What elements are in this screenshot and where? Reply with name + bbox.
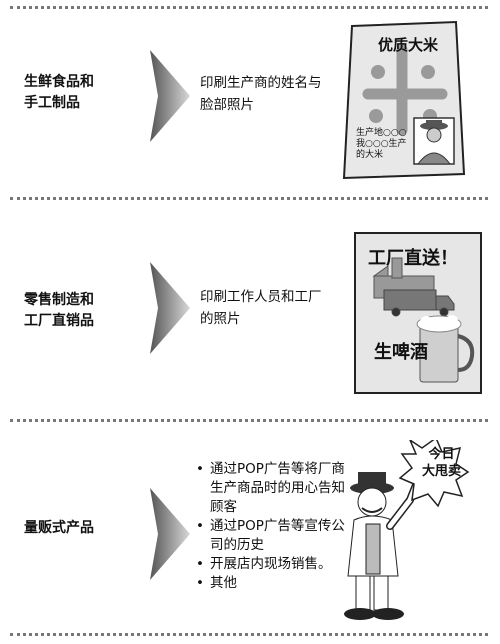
category-label-line1: 生鲜食品和 [24, 74, 94, 90]
chevron-right-icon [150, 262, 190, 354]
category-factory-retail: 零售制造和 工厂直销品 [24, 290, 94, 332]
description-line1: 印刷生产商的姓名与 [200, 75, 322, 91]
truck-icon [383, 289, 455, 317]
section-divider-1 [10, 197, 488, 200]
rice-bag-caption: 生产地○○○ 我○○○生产 的大米 [356, 128, 407, 161]
category-label-line2: 手工制品 [24, 95, 80, 111]
bullet-item: 其他 [196, 574, 354, 593]
bullet-item: 开展店内现场销售。 [196, 555, 354, 574]
mass-market-bullet-list: 通过POP广告等将厂商生产商品时的用心告知顾客 通过POP广告等宣传公司的历史 … [196, 460, 354, 593]
category-label-line1: 零售制造和 [24, 292, 94, 308]
section-divider-top [10, 6, 488, 9]
farmer-portrait-icon [413, 117, 455, 165]
rice-bag-illustration [342, 20, 466, 180]
rice-bag-caption-line3: 的大米 [356, 150, 384, 160]
description-factory-retail: 印刷工作人员和工厂 的照片 [200, 286, 322, 330]
description-fresh-food: 印刷生产商的姓名与 脸部照片 [200, 72, 322, 116]
rice-bag-caption-line2: 我○○○生产 [356, 139, 407, 149]
chevron-right-icon [150, 50, 190, 142]
speech-line1: 今日 [428, 447, 455, 462]
salesman-illustration [344, 440, 470, 620]
beer-label-top: 工厂直送！ [368, 248, 458, 269]
bullet-item: 通过POP广告等宣传公司的历史 [196, 517, 354, 555]
section-divider-2 [10, 419, 488, 422]
category-fresh-food: 生鲜食品和 手工制品 [24, 72, 94, 114]
chevron-right-icon [150, 488, 190, 580]
category-mass-market: 量贩式产品 [24, 520, 94, 536]
beer-label-illustration [354, 232, 482, 394]
category-label-line2: 工厂直销品 [24, 313, 94, 329]
speech-bubble-text: 今日 大甩卖 [422, 446, 461, 480]
description-line2: 的照片 [200, 311, 241, 327]
rice-bag-caption-line1: 生产地○○○ [356, 128, 407, 138]
speech-bubble-icon [398, 440, 470, 508]
speech-line2: 大甩卖 [422, 464, 462, 479]
bullet-item: 通过POP广告等将厂商生产商品时的用心告知顾客 [196, 460, 354, 517]
description-line2: 脸部照片 [200, 97, 254, 113]
description-line1: 印刷工作人员和工厂 [200, 289, 322, 305]
beer-mug-icon [416, 315, 475, 383]
beer-label-bottom: 生啤酒 [374, 342, 428, 363]
section-divider-bottom [10, 633, 488, 636]
rice-bag-title: 优质大米 [378, 36, 439, 54]
